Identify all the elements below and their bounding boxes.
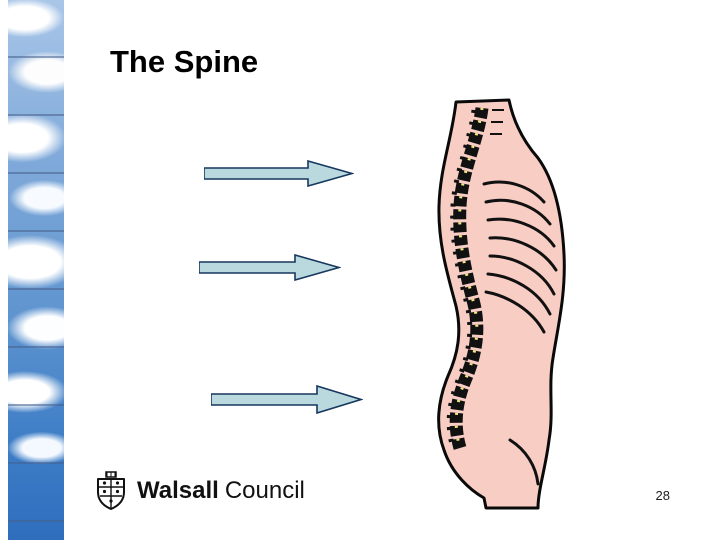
spinous-processes	[446, 109, 477, 449]
arrow-top-icon	[204, 160, 354, 187]
rib-cage	[482, 180, 558, 334]
cervical-vertebrae-lines	[490, 109, 504, 135]
hip-crease-line	[508, 438, 540, 486]
arrow-middle-icon	[199, 254, 341, 281]
spine-illustration	[437, 98, 566, 510]
page-number: 28	[655, 488, 670, 503]
arrow-bottom-icon	[211, 385, 363, 414]
council-crest-icon	[97, 471, 125, 510]
arrow-middle-shape	[199, 254, 341, 281]
spinal-column	[449, 107, 489, 450]
logo-text-bold: Walsall	[137, 477, 219, 504]
torso-outline	[437, 98, 566, 510]
arrow-top-shape	[204, 160, 354, 187]
arrow-bottom-shape	[211, 385, 363, 414]
page-title: The Spine	[110, 44, 259, 79]
sky-clouds-sidebar	[8, 0, 64, 540]
logo-text-regular: Council	[224, 477, 305, 504]
